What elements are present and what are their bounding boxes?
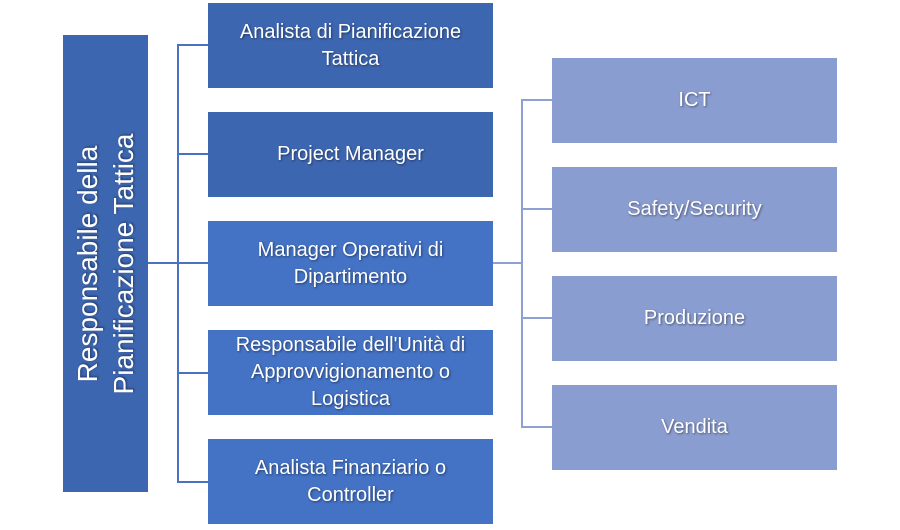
connector-sub-4: [521, 426, 552, 428]
connector-2: [177, 153, 208, 155]
role-node: Project Manager: [208, 112, 493, 197]
department-node: ICT: [552, 58, 837, 143]
department-node: Vendita: [552, 385, 837, 470]
connector-sub-2: [521, 208, 552, 210]
role-node: Manager Operativi di Dipartimento: [208, 221, 493, 306]
department-node: Safety/Security: [552, 167, 837, 252]
connector-sub-trunk: [521, 99, 523, 428]
role-node: Analista di Pianificazione Tattica: [208, 3, 493, 88]
connector-sub-root: [493, 262, 523, 264]
root-label-line1: Responsabile della: [71, 145, 103, 382]
connector-trunk: [177, 44, 179, 482]
connector-sub-3: [521, 317, 552, 319]
role-node: Responsabile dell'Unità di Approvvigiona…: [208, 330, 493, 415]
role-node: Analista Finanziario o Controller: [208, 439, 493, 524]
connector-sub-1: [521, 99, 552, 101]
connector-5: [177, 481, 208, 483]
connector-1: [177, 44, 208, 46]
root-label-line2: Pianificazione Tattica: [107, 133, 139, 394]
connector-4: [177, 372, 208, 374]
department-node: Produzione: [552, 276, 837, 361]
